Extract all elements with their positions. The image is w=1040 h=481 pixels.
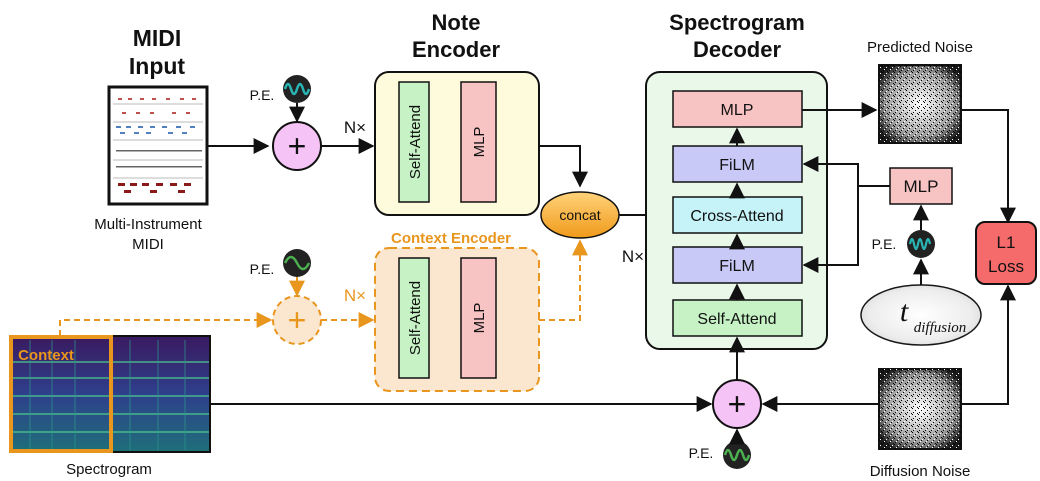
decoder-film-bottom-box xyxy=(672,246,803,284)
pe-wave-icon xyxy=(283,75,311,103)
spectrogram-caption: Spectrogram xyxy=(66,461,152,478)
decoder-cross-attend-box xyxy=(672,196,803,234)
decoder-mlp-box xyxy=(672,90,803,128)
concat-label: concat xyxy=(559,207,600,223)
pe-label-context: P.E. xyxy=(250,261,275,277)
pe-label-note: P.E. xyxy=(250,87,275,103)
plus-sign-context: + xyxy=(288,302,307,338)
predicted-noise-label: Predicted Noise xyxy=(867,39,973,56)
note-encoder-block: Self-Attend MLP xyxy=(374,71,540,216)
decoder-cross-attend-label: Cross-Attend xyxy=(690,208,783,225)
add-node-note: + xyxy=(272,121,322,171)
spectrogram-context-label: Context xyxy=(18,347,74,364)
note-self-attend-box xyxy=(398,81,430,203)
decoder-film-bottom-label: FiLM xyxy=(719,258,755,275)
l1-loss-box: L1 Loss xyxy=(975,221,1037,285)
arrow-diffusion-noise-to-loss xyxy=(961,284,1016,405)
midi-caption-1: Multi-Instrument xyxy=(94,216,202,233)
midi-input-title-2: Input xyxy=(129,53,186,79)
t-diffusion-sub: diffusion xyxy=(914,320,967,336)
spectrogram-image: Context xyxy=(9,335,211,453)
spectrogram-decoder-block: MLP FiLM Cross-Attend FiLM Self-Attend xyxy=(645,71,828,350)
context-self-attend-box xyxy=(398,257,430,379)
decoder-film-top-box xyxy=(672,145,803,183)
pe-wave-icon xyxy=(283,249,311,277)
arrow-note-encoder-to-concat xyxy=(539,145,588,188)
arrow-timestep-mlp-to-film-bottom xyxy=(802,186,859,273)
add-node-decoder: + xyxy=(712,379,762,429)
timestep-mlp-box: MLP xyxy=(889,167,953,205)
midi-input-section: MIDI Input M xyxy=(94,25,209,253)
plus-sign: + xyxy=(288,128,307,164)
context-encoder-block: Self-Attend MLP xyxy=(374,247,540,392)
midi-piano-roll-image xyxy=(107,85,209,206)
context-encoder-repeat: N× xyxy=(344,286,366,305)
decoder-title-2: Decoder xyxy=(693,37,781,62)
concat-node: concat xyxy=(540,191,620,239)
arrow-timestep-mlp-to-film-top xyxy=(802,156,890,187)
pe-label-time: P.E. xyxy=(872,236,897,252)
arrow-predicted-noise-to-loss xyxy=(961,109,1016,224)
note-mlp-box xyxy=(460,81,497,203)
decoder-self-attend-label: Self-Attend xyxy=(697,311,776,328)
context-mlp-label: MLP xyxy=(471,303,488,334)
diffusion-noise-image xyxy=(878,368,962,450)
midi-caption-2: MIDI xyxy=(132,236,164,253)
pe-wave-icon xyxy=(907,230,935,258)
decoder-mlp-label: MLP xyxy=(721,102,754,119)
note-encoder-title-1: Note xyxy=(432,10,481,35)
note-encoder-title-2: Encoder xyxy=(412,37,500,62)
decoder-repeat: N× xyxy=(622,247,644,266)
context-highlight-frame xyxy=(9,335,113,453)
diffusion-noise-label: Diffusion Noise xyxy=(870,463,971,480)
pe-label-decoder: P.E. xyxy=(689,445,714,461)
note-encoder-repeat: N× xyxy=(344,118,366,137)
pe-wave-icon xyxy=(723,441,751,469)
decoder-title-1: Spectrogram xyxy=(669,10,805,35)
midi-input-title-1: MIDI xyxy=(133,25,182,51)
decoder-film-top-label: FiLM xyxy=(719,157,755,174)
note-mlp-label: MLP xyxy=(471,127,488,158)
t-diffusion-t: t xyxy=(900,295,909,328)
plus-sign-decoder: + xyxy=(728,386,747,422)
note-self-attend-label: Self-Attend xyxy=(407,105,424,179)
loss-label-1: L1 xyxy=(997,233,1016,252)
decoder-self-attend-box xyxy=(672,299,803,337)
t-diffusion-node: t diffusion xyxy=(860,284,982,346)
predicted-noise-image xyxy=(878,64,962,144)
timestep-mlp-label: MLP xyxy=(904,177,939,196)
context-mlp-box xyxy=(460,257,497,379)
loss-label-2: Loss xyxy=(988,257,1024,276)
context-encoder-title: Context Encoder xyxy=(391,230,511,247)
context-self-attend-label: Self-Attend xyxy=(407,281,424,355)
arrow-context-spec-to-plus xyxy=(59,312,273,336)
arrow-context-encoder-to-concat xyxy=(539,239,588,321)
add-node-context: + xyxy=(272,295,322,345)
